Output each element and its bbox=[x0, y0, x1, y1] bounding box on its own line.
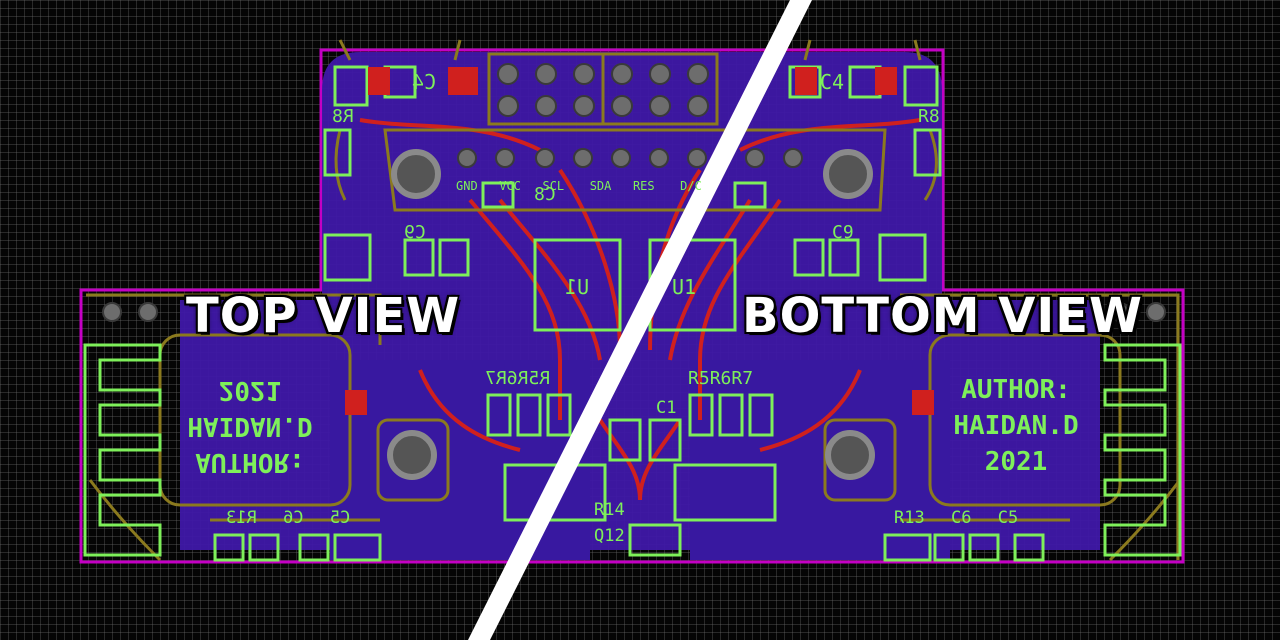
pin-label-gnd: GND bbox=[456, 179, 478, 193]
header-connector bbox=[487, 52, 719, 126]
refdes-r6-bottom: R6 bbox=[709, 368, 732, 389]
refdes-bottom-row-bottom: R13 C6 C5 bbox=[894, 508, 1018, 528]
refdes-r6-top: R6 bbox=[506, 368, 529, 389]
author-block-top: AUTHOR: HAIDAN.D 2021 bbox=[150, 372, 350, 480]
author-label-bottom: AUTHOR: bbox=[961, 375, 1071, 405]
refdes-c5-top: C5 bbox=[329, 508, 351, 528]
pin-label-dc: D/C bbox=[680, 179, 702, 193]
author-label-top: AUTHOR: bbox=[195, 447, 305, 477]
refdes-r13-top: R13 bbox=[226, 508, 257, 528]
pin-label-res: RES bbox=[632, 179, 655, 193]
copper-pour-left bbox=[330, 360, 590, 560]
author-block-bottom: AUTHOR: HAIDAN.D 2021 bbox=[916, 372, 1116, 480]
refdes-r14: R14 bbox=[594, 500, 625, 520]
silk-outlines bbox=[86, 39, 1182, 562]
refdes-r13-bottom: R13 bbox=[894, 508, 925, 528]
author-year-top: 2021 bbox=[218, 375, 282, 405]
header-pins bbox=[102, 63, 1166, 322]
view-divider bbox=[468, 0, 812, 640]
refdes-c6-bottom: C6 bbox=[950, 508, 972, 528]
refdes-c4-top: C4 bbox=[412, 70, 437, 94]
refdes-c8-top: C8 bbox=[534, 184, 556, 205]
header-pin-labels: GND VCC SCL SDA RES D/C bbox=[456, 179, 716, 193]
refdes-q12: Q12 bbox=[594, 526, 625, 546]
bottom-view-label: BOTTOM VIEW bbox=[742, 288, 1143, 344]
top-view-label: TOP VIEW bbox=[186, 288, 461, 344]
red-traces bbox=[359, 118, 921, 501]
refdes-c9-top: C9 bbox=[404, 222, 426, 243]
refdes-r5r6r7-top: R5R6R7 bbox=[485, 368, 550, 389]
refdes-c5-bottom: C5 bbox=[997, 508, 1019, 528]
mounting-holes bbox=[387, 149, 875, 480]
refdes-r7-top: R7 bbox=[485, 368, 507, 389]
refdes-c6-top: C6 bbox=[282, 508, 304, 528]
refdes-r7-bottom: R7 bbox=[731, 368, 754, 389]
refdes-c9-bottom: C9 bbox=[832, 222, 854, 243]
red-pads bbox=[345, 67, 934, 415]
copper-pour-right bbox=[690, 360, 950, 560]
refdes-u1-bottom: U1 bbox=[672, 275, 697, 299]
refdes-c4-bottom: C4 bbox=[820, 70, 845, 94]
pin-label-scl: SCL bbox=[542, 179, 565, 193]
refdes-u1-top: U1 bbox=[565, 275, 590, 299]
board-outline bbox=[79, 48, 1185, 564]
pin-label-vcc: VCC bbox=[499, 179, 521, 193]
refdes-r8-bottom: R8 bbox=[918, 106, 940, 127]
author-name-bottom: HAIDAN.D bbox=[953, 411, 1079, 441]
refdes-r5r6r7-bottom: R5R6R7 bbox=[688, 368, 753, 389]
pin-label-sda: SDA bbox=[589, 179, 612, 193]
refdes-r5-top: R5 bbox=[528, 368, 551, 389]
refdes-c1: C1 bbox=[656, 398, 677, 418]
refdes-r5-bottom: R5 bbox=[688, 368, 710, 389]
author-year-bottom: 2021 bbox=[984, 447, 1048, 477]
author-name-top: HAIDAN.D bbox=[187, 411, 313, 441]
refdes-bottom-row-top: C5 C6 R13 bbox=[226, 508, 350, 528]
refdes-r8-top: R8 bbox=[332, 106, 354, 127]
